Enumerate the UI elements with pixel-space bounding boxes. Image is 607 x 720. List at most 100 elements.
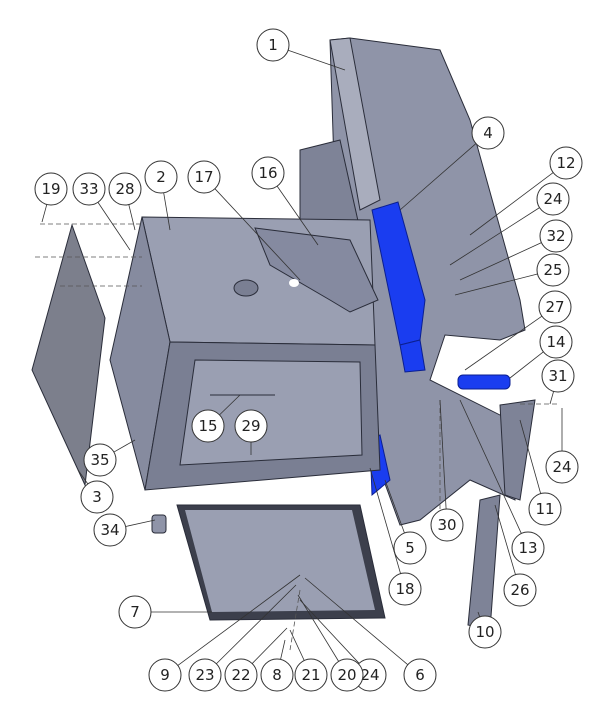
balloon-circle — [430, 508, 464, 542]
balloon-label: 24 — [543, 190, 562, 208]
balloon-circle — [187, 160, 221, 194]
leader-line — [251, 627, 288, 664]
balloon-label: 12 — [556, 154, 575, 172]
balloon-circle — [80, 480, 114, 514]
balloon-label: 18 — [395, 580, 414, 598]
leader-line — [216, 584, 297, 665]
balloon-circle — [224, 658, 258, 692]
leader-line — [509, 351, 544, 379]
item-balloon-20: 20 — [330, 658, 364, 692]
balloon-label: 15 — [198, 417, 217, 435]
balloon-circle — [403, 658, 437, 692]
leader-line — [77, 469, 89, 485]
leader-line — [454, 273, 538, 296]
blue-handle-part-14 — [457, 374, 511, 390]
item-balloon-8: 8 — [260, 658, 294, 692]
item-balloon-1: 1 — [256, 28, 290, 62]
balloon-label: 33 — [79, 180, 98, 198]
balloon-label: 25 — [543, 261, 562, 279]
item-balloon-16: 16 — [251, 156, 285, 190]
leader-line — [297, 594, 339, 662]
balloon-label: 24 — [360, 666, 379, 684]
side-panel-part-3 — [31, 223, 106, 487]
item-balloon-19: 19 — [34, 172, 68, 206]
balloon-label: 30 — [437, 516, 456, 534]
item-balloon-32: 32 — [539, 219, 573, 253]
leader-line — [280, 639, 286, 660]
item-balloon-26: 26 — [503, 573, 537, 607]
balloon-circle — [330, 658, 364, 692]
leader-line — [41, 204, 48, 223]
item-balloon-17: 17 — [187, 160, 221, 194]
item-balloon-6: 6 — [403, 658, 437, 692]
balloon-circle — [108, 172, 142, 206]
assembly-lines — [35, 223, 560, 651]
item-balloons: 1412243225271431241113261053018624202182… — [34, 28, 583, 692]
balloon-label: 9 — [160, 666, 170, 684]
balloon-circle — [234, 409, 268, 443]
item-balloon-2: 2 — [144, 160, 178, 194]
balloon-circle — [188, 658, 222, 692]
item-balloon-13: 13 — [511, 531, 545, 565]
item-balloon-30: 30 — [430, 508, 464, 542]
balloon-label: 19 — [41, 180, 60, 198]
leader-line — [459, 399, 522, 534]
item-balloon-3: 3 — [80, 480, 114, 514]
leader-line — [276, 185, 319, 246]
balloon-label: 29 — [241, 417, 260, 435]
balloon-circle — [468, 615, 502, 649]
balloon-circle — [72, 172, 106, 206]
item-balloon-18: 18 — [388, 572, 422, 606]
balloon-circle — [388, 572, 422, 606]
balloon-label: 22 — [231, 666, 250, 684]
item-balloon-29: 29 — [234, 409, 268, 443]
balloon-circle — [541, 359, 575, 393]
item-balloon-21: 21 — [294, 658, 328, 692]
gland-part-34 — [151, 514, 167, 534]
balloon-label: 11 — [535, 500, 554, 518]
balloon-label: 28 — [115, 180, 134, 198]
leader-line — [304, 577, 409, 665]
item-balloon-11: 11 — [528, 492, 562, 526]
item-balloon-34: 34 — [93, 513, 127, 547]
balloon-label: 5 — [405, 539, 415, 557]
balloon-label: 13 — [518, 539, 537, 557]
item-balloon-25: 25 — [536, 253, 570, 287]
balloon-label: 31 — [548, 367, 567, 385]
leader-line — [128, 204, 136, 231]
balloon-label: 4 — [483, 124, 493, 142]
item-balloon-23: 23 — [188, 658, 222, 692]
item-balloon-7: 7 — [118, 595, 152, 629]
balloon-label: 17 — [194, 168, 213, 186]
balloon-circle — [294, 658, 328, 692]
leader-line — [464, 315, 543, 371]
item-balloon-24: 24 — [536, 182, 570, 216]
leader-line — [399, 143, 477, 211]
leader-line — [549, 391, 554, 405]
balloon-circle — [260, 658, 294, 692]
leader-line — [125, 519, 156, 527]
item-balloon-28: 28 — [108, 172, 142, 206]
balloon-circle — [191, 409, 225, 443]
balloon-circle — [118, 595, 152, 629]
balloon-circle — [536, 182, 570, 216]
balloon-circle — [148, 658, 182, 692]
leader-line — [439, 399, 447, 510]
balloon-label: 26 — [510, 581, 529, 599]
item-balloon-35: 35 — [83, 443, 117, 477]
leader-line — [519, 419, 542, 494]
balloon-label: 24 — [552, 458, 571, 476]
bracket-part-11 — [499, 399, 536, 501]
balloon-circle — [545, 450, 579, 484]
item-balloon-15: 15 — [191, 409, 225, 443]
balloon-label: 2 — [156, 168, 166, 186]
balloon-circle — [549, 146, 583, 180]
balloon-label: 7 — [130, 603, 140, 621]
balloon-circle — [256, 28, 290, 62]
balloon-label: 27 — [545, 298, 564, 316]
balloon-circle — [528, 492, 562, 526]
balloon-label: 14 — [546, 333, 565, 351]
leader-line — [287, 49, 346, 71]
leader-line — [177, 574, 301, 666]
balloon-circle — [471, 116, 505, 150]
